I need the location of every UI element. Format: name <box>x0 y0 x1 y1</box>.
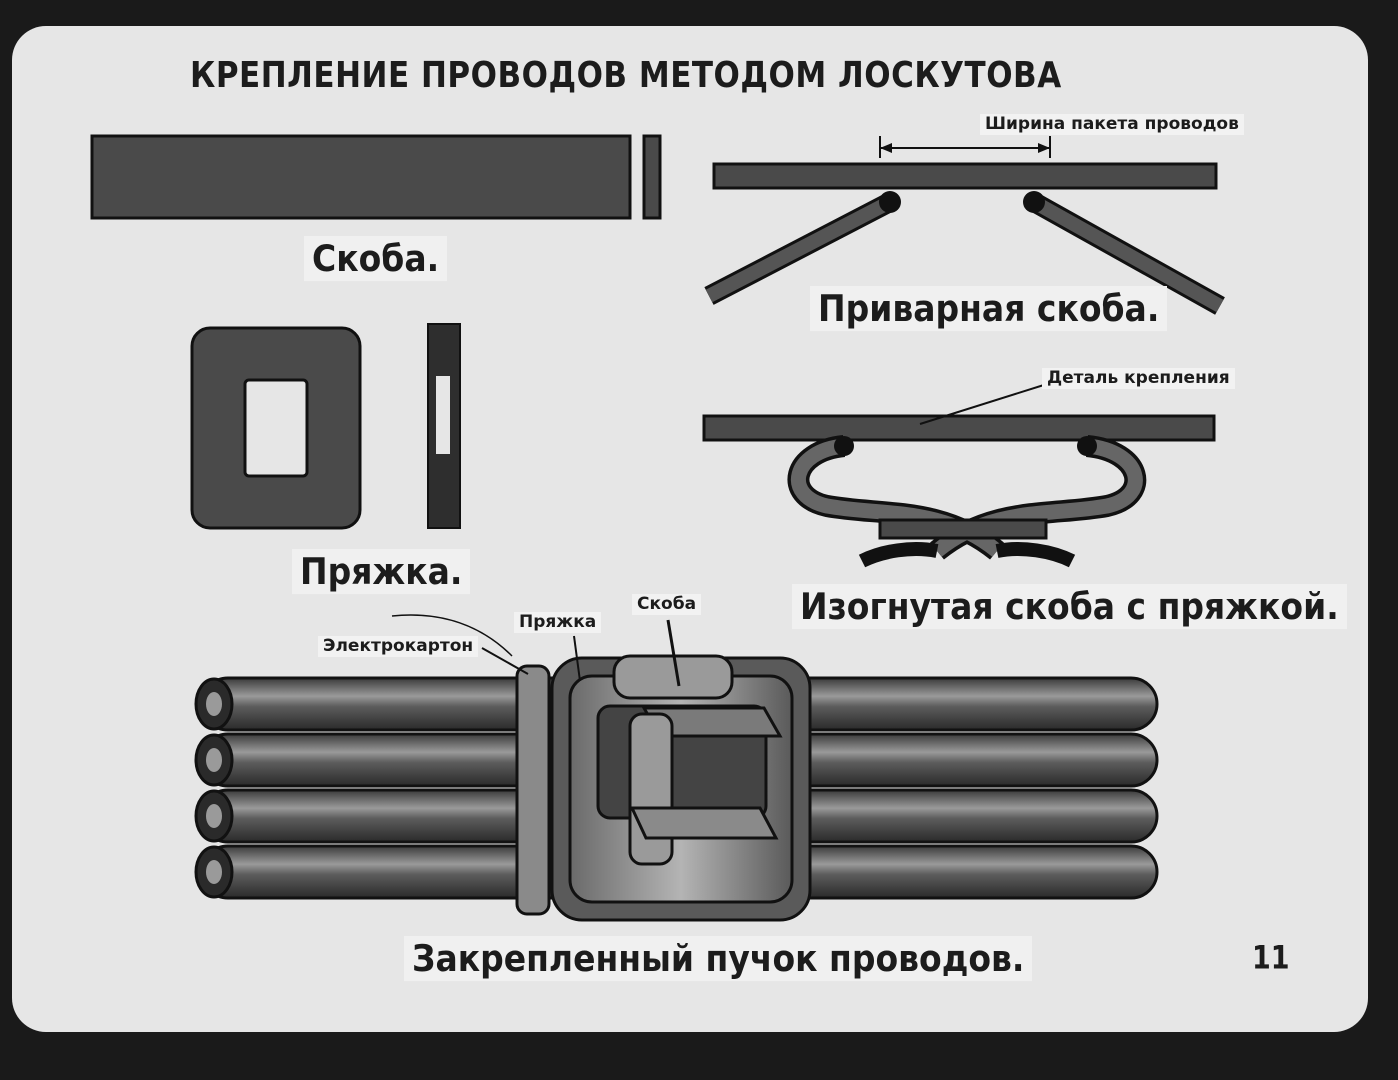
label-elektrokarton: Электрокартон <box>318 636 479 657</box>
label-detal: Деталь крепления <box>1042 368 1235 389</box>
caption-pryazhka: Пряжка. <box>292 549 471 595</box>
pryazhka-drawing <box>190 323 461 530</box>
page-number: 11 <box>1252 939 1290 977</box>
caption-izognutaya-skoba: Изогнутая скоба с пряжкой. <box>792 584 1347 630</box>
caption-bundle: Закрепленный пучок проводов. <box>404 936 1033 982</box>
izognutaya-skoba-drawing <box>702 383 1216 568</box>
slide: КРЕПЛЕНИЕ ПРОВОДОВ МЕТОДОМ ЛОСКУТОВА Ско… <box>12 26 1368 1032</box>
privarnaya-skoba-drawing <box>704 136 1225 315</box>
label-skoba: Скоба <box>632 594 702 615</box>
diagram-canvas <box>90 134 1225 922</box>
page-title: КРЕПЛЕНИЕ ПРОВОДОВ МЕТОДОМ ЛОСКУТОВА <box>190 54 1062 96</box>
label-shirina: Ширина пакета проводов <box>980 114 1244 135</box>
skoba-strip <box>90 134 662 220</box>
label-pryazhka: Пряжка <box>514 612 602 633</box>
wire-bundle-drawing <box>194 614 1159 922</box>
caption-privarnaya-skoba: Приварная скоба. <box>810 286 1168 332</box>
caption-skoba: Скоба. <box>304 236 448 282</box>
